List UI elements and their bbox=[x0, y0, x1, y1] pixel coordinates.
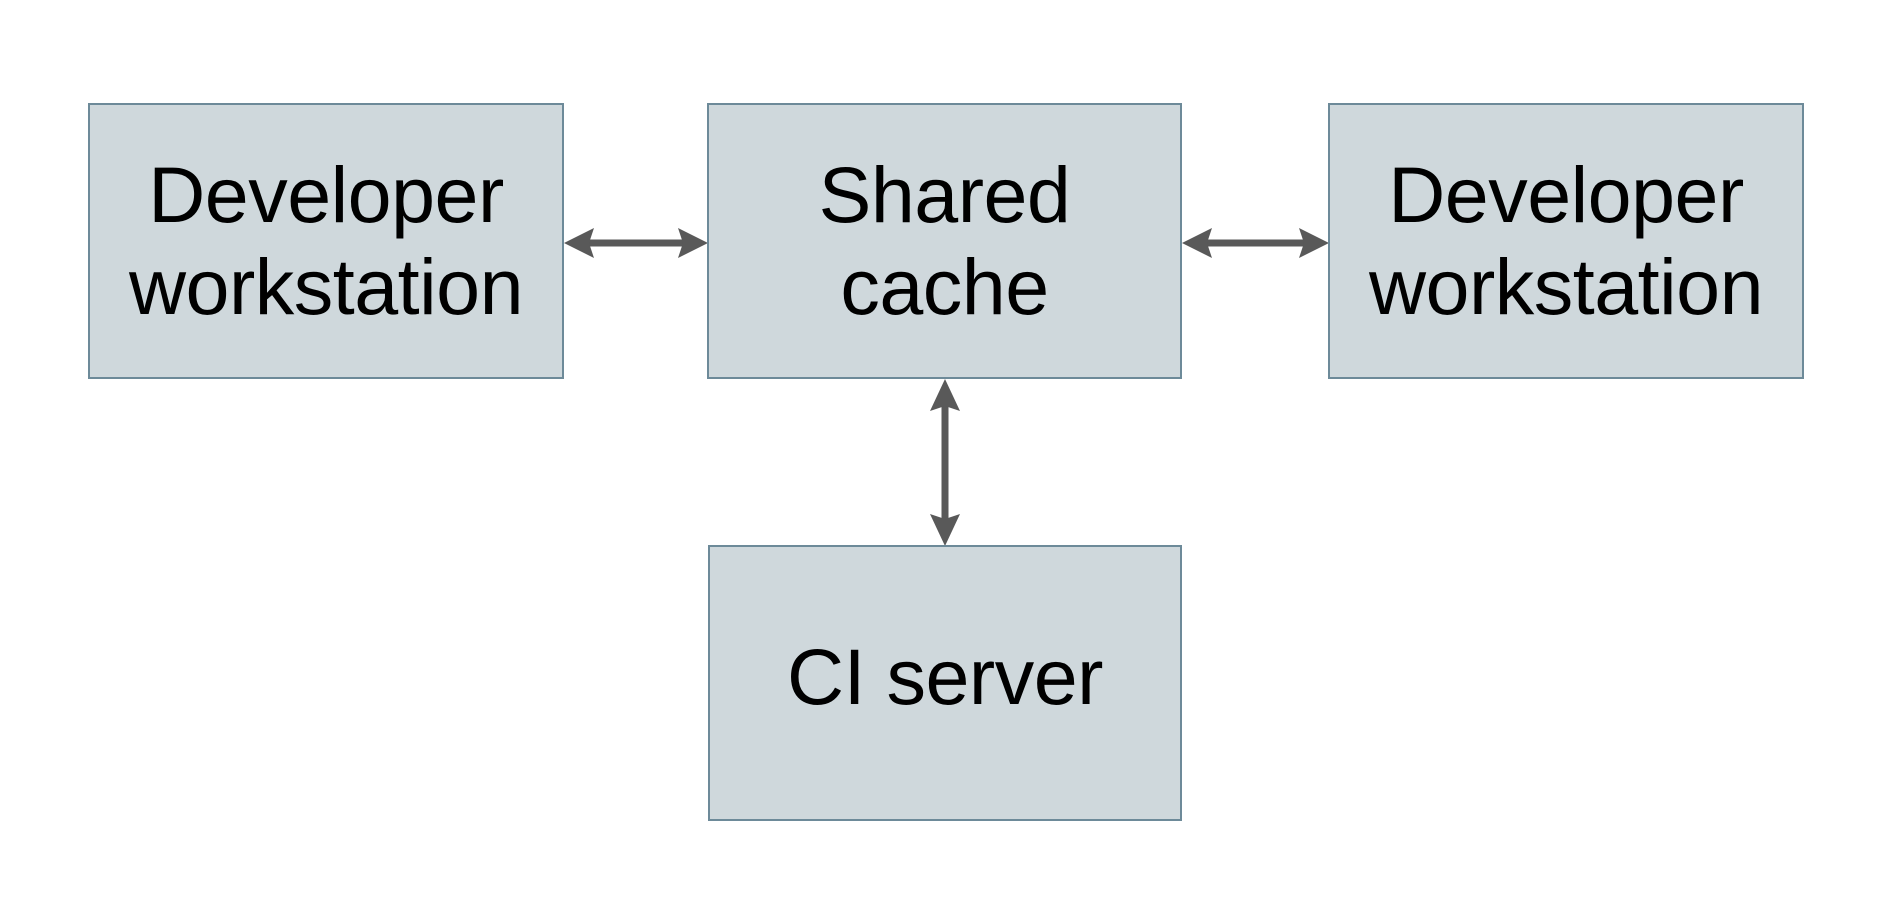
node-ci-server[interactable]: CI server bbox=[708, 545, 1182, 821]
node-developer-workstation-right[interactable]: Developer workstation bbox=[1328, 103, 1804, 379]
edge-cache-to-ci bbox=[915, 379, 975, 546]
node-label: Developer workstation bbox=[128, 150, 524, 331]
node-shared-cache[interactable]: Shared cache bbox=[707, 103, 1182, 379]
node-label: Shared cache bbox=[818, 150, 1071, 331]
node-developer-workstation-left[interactable]: Developer workstation bbox=[88, 103, 564, 379]
node-label: CI server bbox=[787, 632, 1103, 721]
edge-dev-left-to-cache bbox=[564, 213, 708, 273]
edge-cache-to-dev-right bbox=[1182, 213, 1329, 273]
node-label: Developer workstation bbox=[1368, 150, 1764, 331]
